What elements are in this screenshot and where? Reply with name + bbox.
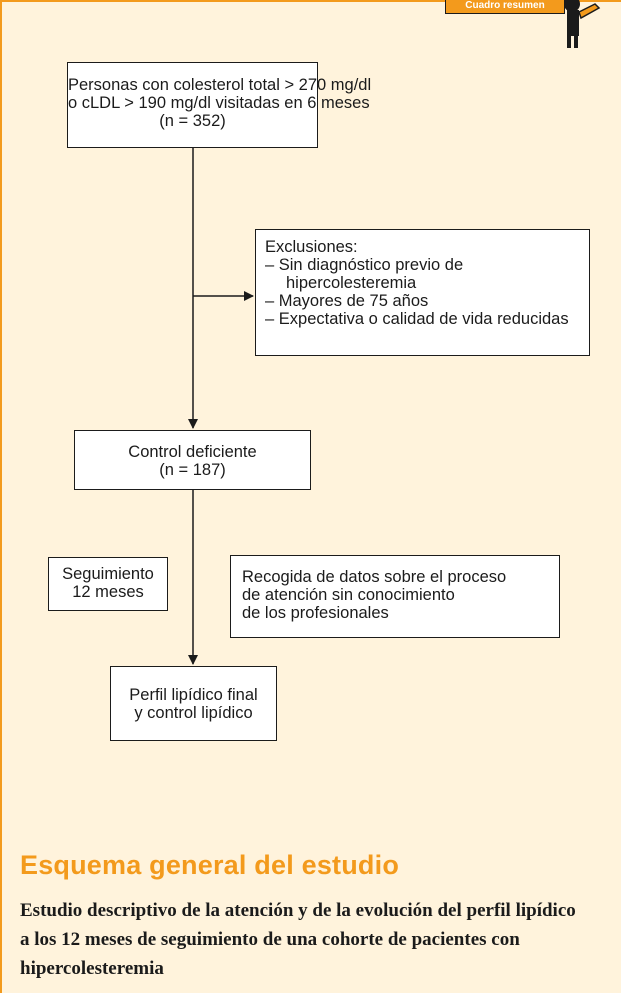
population-box: Personas con colesterol total > 270 mg/d…	[67, 62, 372, 148]
person-figure-icon	[564, 0, 601, 48]
poor-control-line: (n = 187)	[159, 461, 226, 479]
study-description: Estudio descriptivo de la atención y de …	[20, 900, 576, 979]
exclusions-line: hipercolesteremia	[286, 274, 417, 292]
final-profile-line: y control lipídico	[134, 704, 253, 722]
followup-box: Seguimiento 12 meses	[48, 557, 168, 611]
exclusions-box: Exclusiones: – Sin diagnóstico previo de…	[255, 229, 590, 356]
summary-tab: Cuadro resumen	[445, 0, 565, 14]
data-collection-line: de los profesionales	[242, 604, 389, 622]
exclusions-line: – Sin diagnóstico previo de	[265, 256, 464, 274]
poor-control-line: Control deficiente	[128, 443, 257, 461]
exclusions-line: – Expectativa o calidad de vida reducida…	[265, 310, 569, 328]
followup-line: 12 meses	[72, 583, 144, 601]
final-profile-line: Perfil lipídico final	[129, 686, 258, 704]
data-collection-line: de atención sin conocimiento	[242, 586, 455, 604]
followup-line: Seguimiento	[62, 565, 154, 583]
population-line: (n = 352)	[159, 112, 226, 130]
data-collection-line: Recogida de datos sobre el proceso	[242, 568, 507, 586]
data-collection-box: Recogida de datos sobre el proceso de at…	[230, 555, 560, 638]
population-line: o cLDL > 190 mg/dl visitadas en 6 meses	[68, 94, 370, 112]
population-line: Personas con colesterol total > 270 mg/d…	[68, 76, 372, 94]
poor-control-box: Control deficiente (n = 187)	[74, 430, 311, 490]
section-heading: Esquema general del estudio	[20, 850, 400, 880]
exclusions-line: Exclusiones:	[265, 238, 358, 256]
exclusions-line: – Mayores de 75 años	[265, 292, 429, 310]
final-profile-box: Perfil lipídico final y control lipídico	[110, 666, 277, 741]
